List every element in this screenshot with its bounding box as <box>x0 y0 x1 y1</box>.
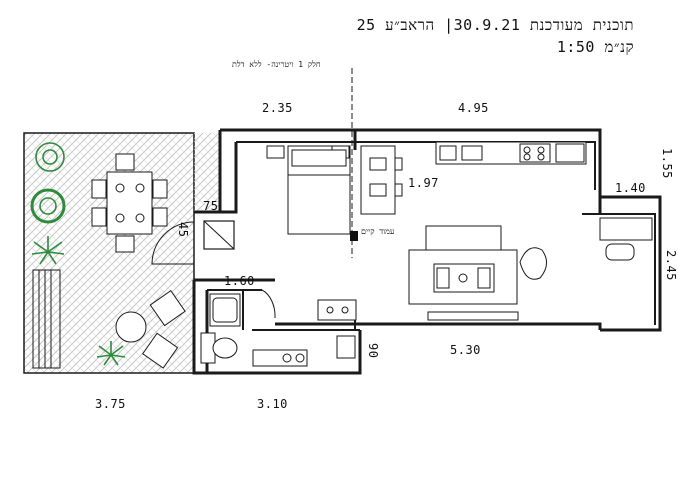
dim-bottom-left: 3.75 <box>95 397 126 411</box>
dim-right-upper: 1.55 <box>660 148 674 179</box>
dim-living-w: 5.30 <box>450 343 481 357</box>
vitrine-note: חלק 1 ויטרינה- ללא דלת <box>232 60 321 69</box>
dim-bottom-mid: 3.10 <box>257 397 288 411</box>
plan-scale: קנ״מ 1:50 <box>556 38 634 56</box>
kitchen-counter <box>435 141 587 165</box>
dim-bed-side: 1.97 <box>408 176 439 190</box>
bed <box>266 145 351 235</box>
inner-walls <box>207 141 656 331</box>
small-table <box>360 145 403 215</box>
bathroom-door <box>261 289 276 319</box>
dim-niche-h: 45 <box>176 222 190 238</box>
column-note: עמוד קיים <box>361 227 395 236</box>
living-set <box>408 225 547 321</box>
dim-top-left: 2.35 <box>262 101 293 115</box>
plants <box>30 142 126 366</box>
balcony-door <box>151 221 195 265</box>
closet <box>203 220 235 250</box>
balcony-lounge <box>115 290 186 369</box>
dim-right-lower: 2.45 <box>664 250 678 281</box>
dim-niche-w: 75 <box>203 199 219 213</box>
dim-right-step: 1.40 <box>615 181 646 195</box>
desk <box>599 217 653 261</box>
walls <box>192 128 662 375</box>
plan-title: תוכנית מעודכנת 30.9.21| הראב״ע 25 <box>356 16 634 34</box>
balcony-side <box>194 133 220 213</box>
dining-set <box>91 153 168 253</box>
balcony-bench <box>32 269 61 369</box>
dim-bath-w: 1.60 <box>224 274 255 288</box>
dim-top-right: 4.95 <box>458 101 489 115</box>
dim-bath-wall: 90 <box>366 343 380 359</box>
bathroom-fixtures <box>200 293 357 367</box>
existing-column <box>350 231 358 241</box>
